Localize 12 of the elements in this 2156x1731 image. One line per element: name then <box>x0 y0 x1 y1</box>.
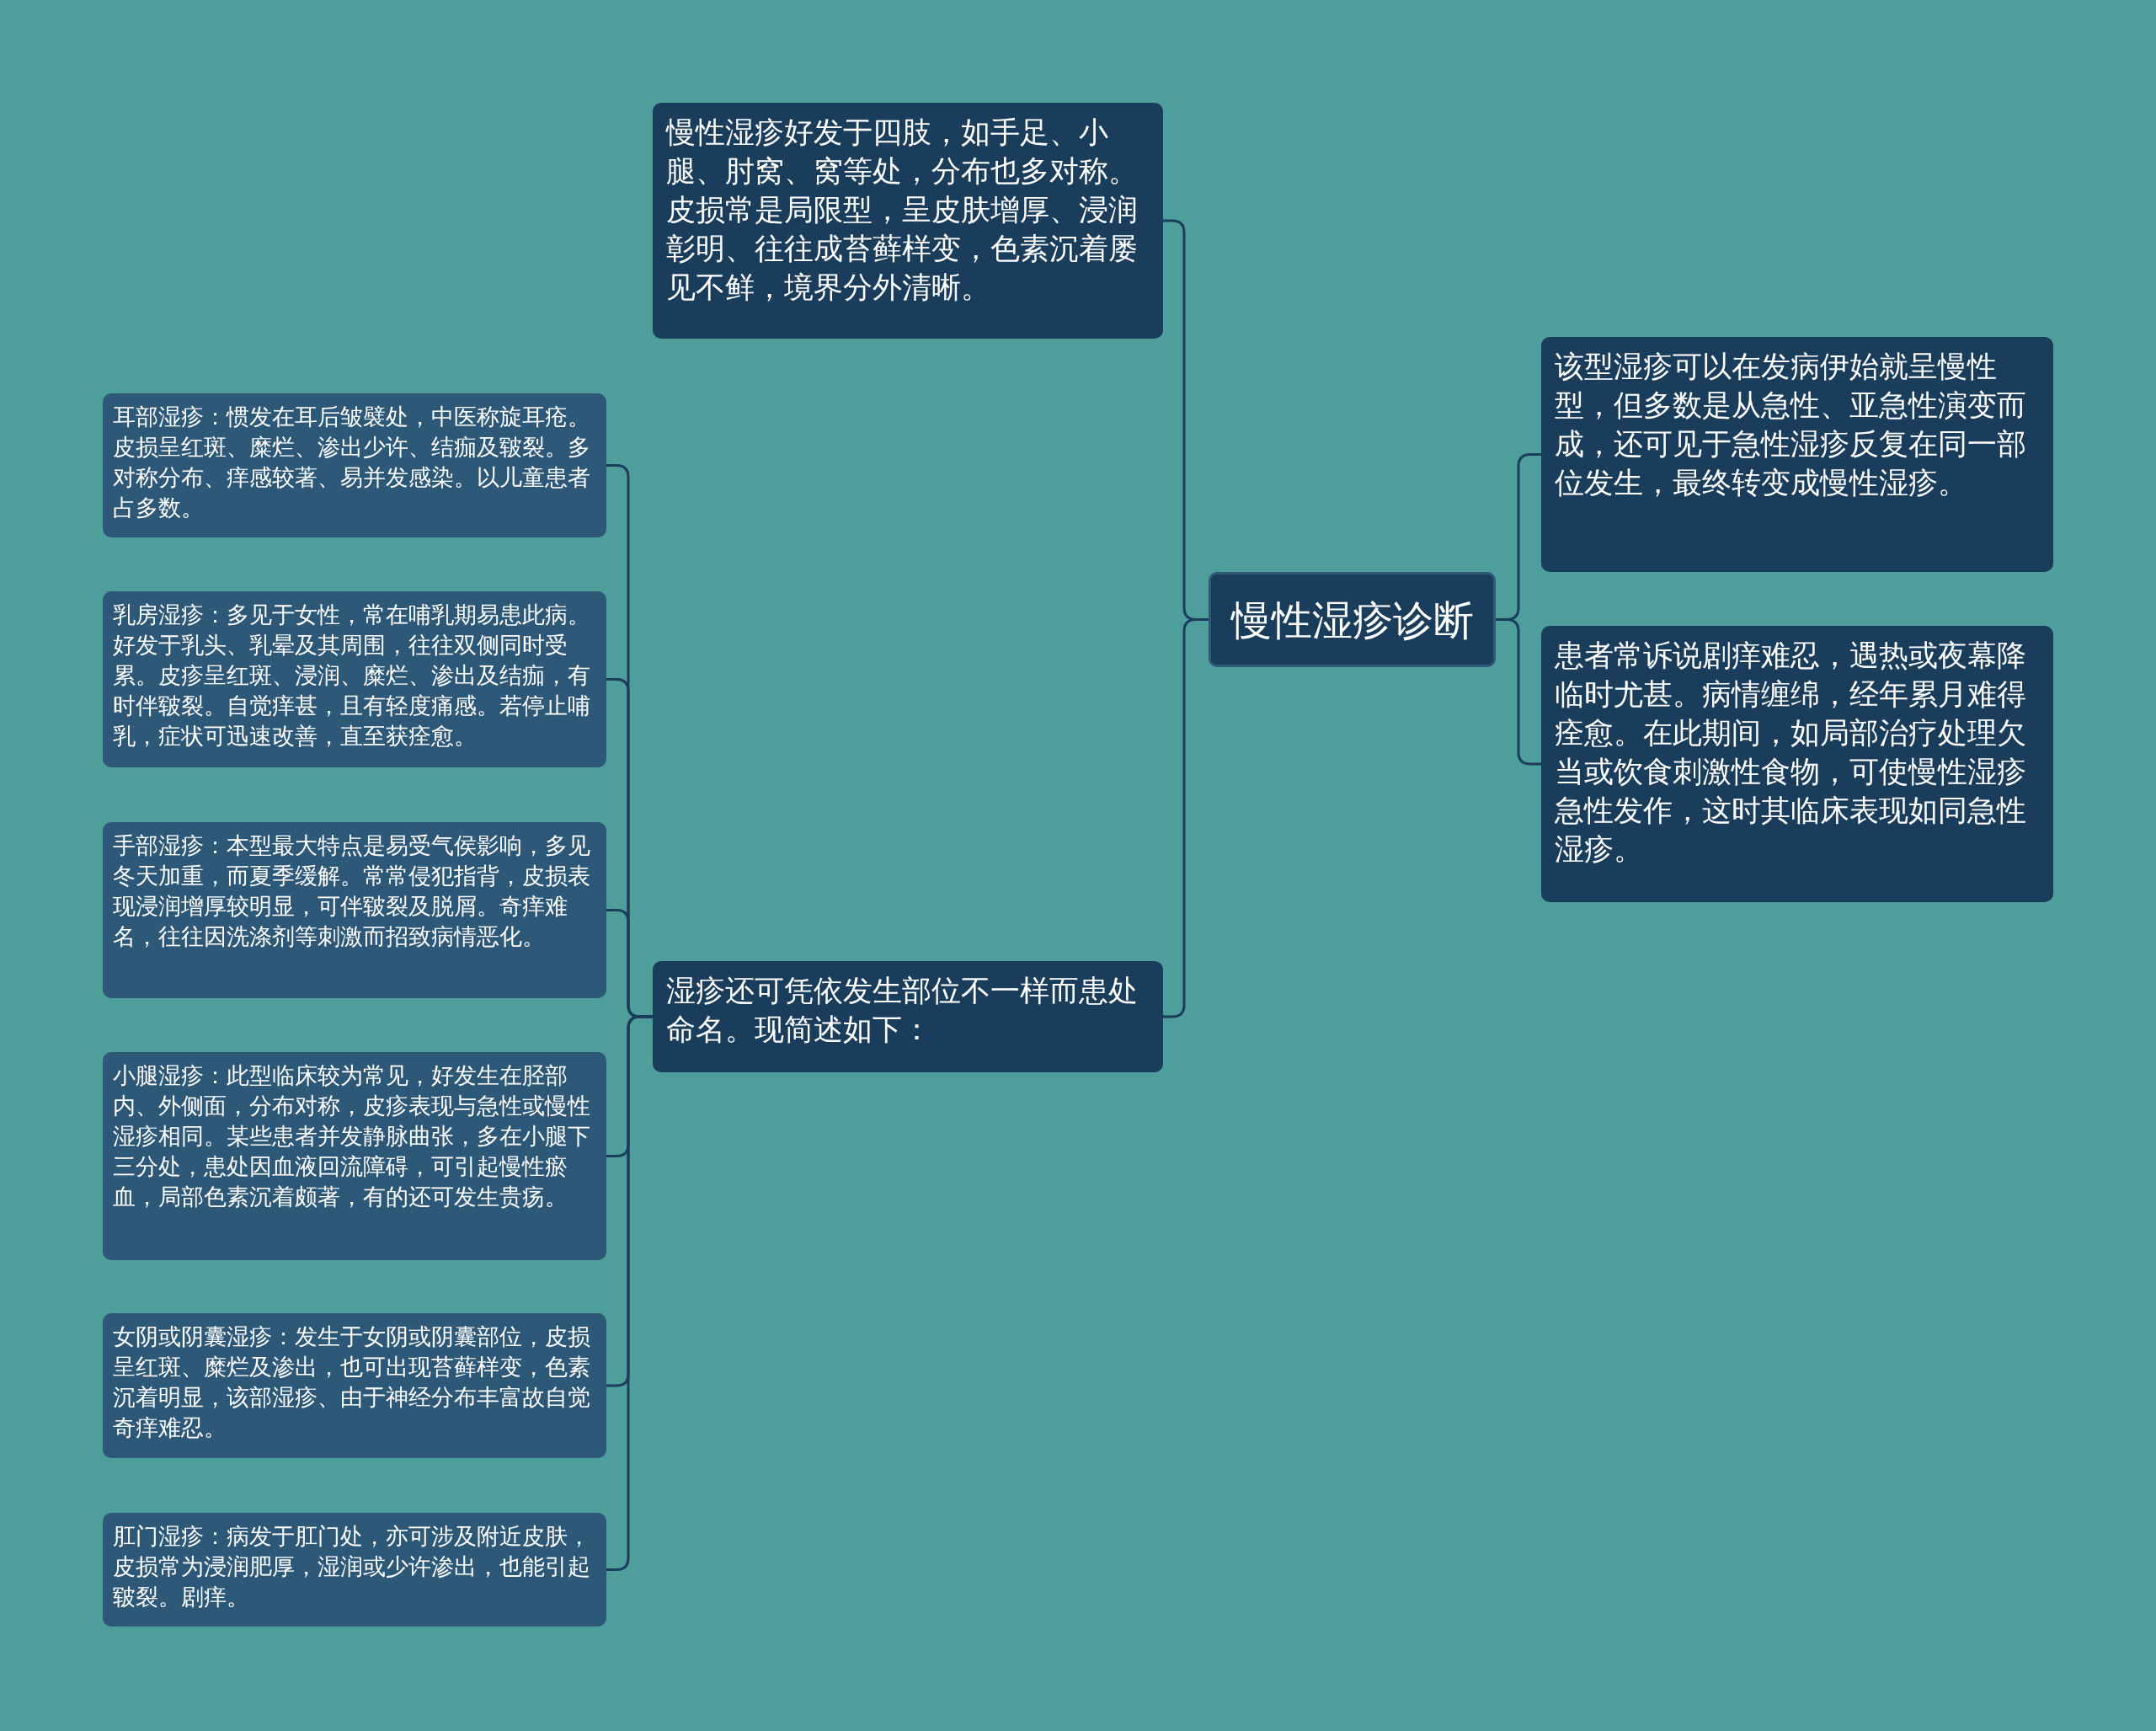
root-topic-box: 慢性湿疹诊断 <box>1209 572 1496 667</box>
subtopic-box: 女阴或阴囊湿疹：发生于女阴或阴囊部位，皮损呈红斑、糜烂及渗出，也可出现苔藓样变，色素沉着明显，该部湿疹、由于神经分布丰富故自觉奇痒难忍。 <box>103 1313 606 1458</box>
subtopic-box: 耳部湿疹：惯发在耳后皱襞处，中医称旋耳疮。皮损呈红斑、糜烂、渗出少许、结痂及皲裂。多对称分布、痒感较著、易并发感染。以儿童患者占多数。 <box>103 393 606 537</box>
subtopic-box: 小腿湿疹：此型临床较为常见，好发生在胫部内、外侧面，分布对称，皮疹表现与急性或慢性湿疹相同。某些患者并发静脉曲张，多在小腿下三分处，患处因血液回流障碍，可引起慢性瘀血，局部色素沉着颇著，有的还可发生贵疡。 <box>103 1052 606 1260</box>
subtopic-box: 手部湿疹：本型最大特点是易受气侯影响，多见冬天加重，而夏季缓解。常常侵犯指背，皮损表现浸润增厚较明显，可伴皲裂及脱屑。奇痒难名，往往因洗涤剂等刺激而招致病情恶化。 <box>103 822 606 998</box>
subtopic-box: 肛门湿疹：病发于肛门处，亦可涉及附近皮肤，皮损常为浸润肥厚，湿润或少许渗出，也能引起皲裂。剧痒。 <box>103 1513 606 1627</box>
topic-box: 湿疹还可凭依发生部位不一样而患处命名。现简述如下： <box>653 961 1163 1072</box>
subtopic-box: 乳房湿疹：多见于女性，常在哺乳期易患此病。好发于乳头、乳晕及其周围，往往双侧同时受累。皮疹呈红斑、浸润、糜烂、渗出及结痂，有时伴皲裂。自觉痒甚，且有轻度痛感。若停止哺乳，症状可迅速改善，直至获痊愈。 <box>103 591 606 767</box>
connector-line <box>1163 618 1209 1018</box>
topic-box: 慢性湿疹好发于四肢，如手足、小腿、肘窝、窝等处，分布也多对称。皮损常是局限型，呈皮肤增厚、浸润彰明、往往成苔藓样变，色素沉着屡见不鲜，境界分外清晰。 <box>653 103 1163 339</box>
topic-box: 该型湿疹可以在发病伊始就呈慢性型，但多数是从急性、亚急性演变而成，还可见于急性湿疹反复在同一部位发生，最终转变成慢性湿疹。 <box>1541 337 2053 572</box>
topic-box: 患者常诉说剧痒难忍，遇热或夜幕降临时尤甚。病情缠绵，经年累月难得痊愈。在此期间，如局部治疗处理欠当或饮食刺激性食物，可使慢性湿疹急性发作，这时其临床表现如同急性湿疹。 <box>1541 626 2053 902</box>
